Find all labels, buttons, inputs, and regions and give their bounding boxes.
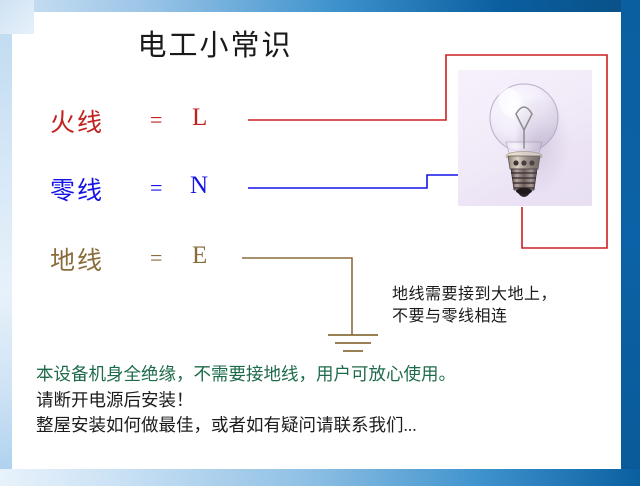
frame-border-left xyxy=(0,0,12,486)
bottom-note-line-2: 请断开电源后安装！ xyxy=(36,389,194,410)
frame-border-top xyxy=(0,0,640,12)
bulb-shadow xyxy=(518,100,570,196)
live-wire-equals: = xyxy=(150,107,163,132)
frame-border-bottom xyxy=(0,469,640,486)
light-bulb-illustration xyxy=(489,83,559,197)
frame-border-right xyxy=(621,0,640,486)
bottom-notes: 本设备机身全绝缘，不需要接地线，用户可放心使用。 请断开电源后安装！ 整屋安装如… xyxy=(36,362,456,439)
page-title: 电工小常识 xyxy=(137,30,293,62)
ground-note: 地线需要接到大地上， 不要与零线相连 xyxy=(392,284,557,328)
bottom-note-line-3: 整屋安装如何做最佳，或者如有疑问请联系我们... xyxy=(36,415,417,435)
frame-corner-top-left xyxy=(0,0,34,34)
live-wire-letter: L xyxy=(192,104,208,131)
neutral-wire-label: 零线 xyxy=(50,178,105,205)
bottom-note-line-1: 本设备机身全绝缘，不需要接地线，用户可放心使用。 xyxy=(36,364,456,384)
earth-wire-label: 地线 xyxy=(50,248,105,275)
ground-note-line-1: 地线需要接到大地上， xyxy=(392,286,558,303)
ground-note-line-2: 不要与零线相连 xyxy=(392,308,508,325)
live-wire-label: 火线 xyxy=(50,110,105,137)
neutral-wire-letter: N xyxy=(190,172,209,199)
neutral-wire-equals: = xyxy=(150,175,163,200)
earth-wire-equals: = xyxy=(150,245,163,270)
earth-wire-letter: E xyxy=(192,242,208,269)
light-bulb-photo xyxy=(458,70,592,206)
